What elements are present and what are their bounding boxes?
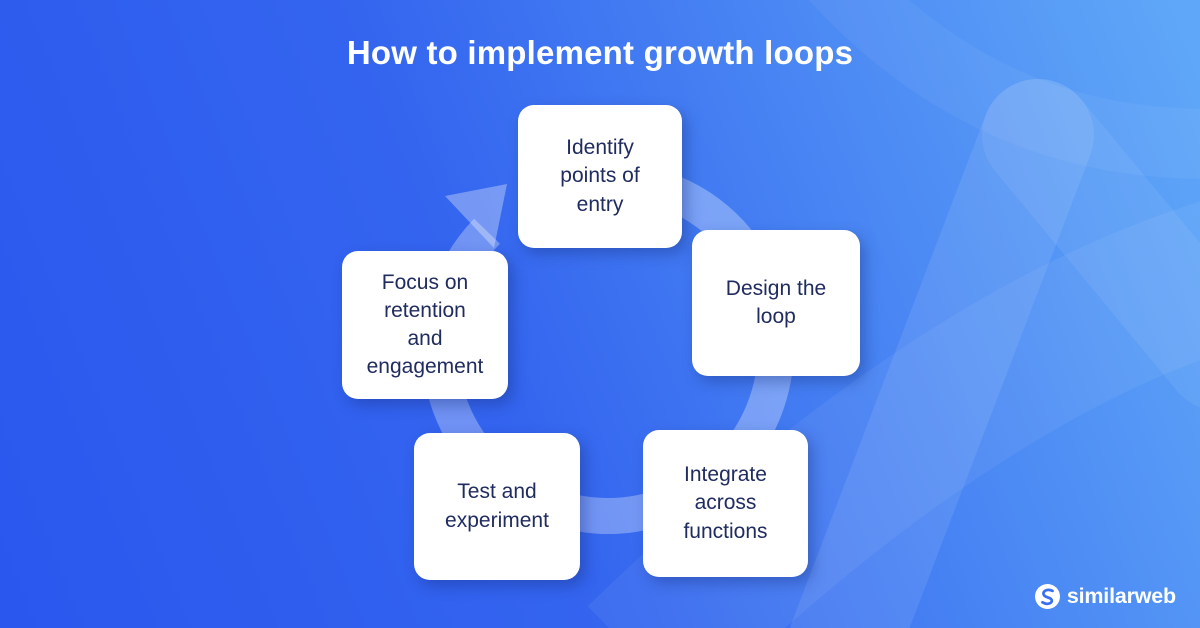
step-label: Integrate across functions: [683, 463, 768, 543]
loop-arrow-head: [445, 184, 507, 248]
similarweb-icon: [1034, 584, 1060, 609]
step-card-retention-engagement: Focus on retention and engagement: [342, 251, 508, 399]
step-card-test-experiment: Test and experiment: [414, 433, 580, 580]
step-label: Focus on retention and engagement: [366, 270, 484, 379]
step-label: Test and experiment: [445, 480, 549, 532]
step-card-identify-entry: Identify points of entry: [518, 105, 682, 248]
step-card-integrate-functions: Integrate across functions: [643, 430, 808, 577]
step-label: Design the loop: [725, 276, 827, 328]
step-card-design-loop: Design the loop: [692, 230, 860, 376]
similarweb-logo: similarweb: [1034, 584, 1176, 609]
similarweb-wordmark: similarweb: [1066, 584, 1176, 608]
page-title: How to implement growth loops: [346, 34, 854, 71]
step-label: Identify points of entry: [560, 136, 640, 216]
